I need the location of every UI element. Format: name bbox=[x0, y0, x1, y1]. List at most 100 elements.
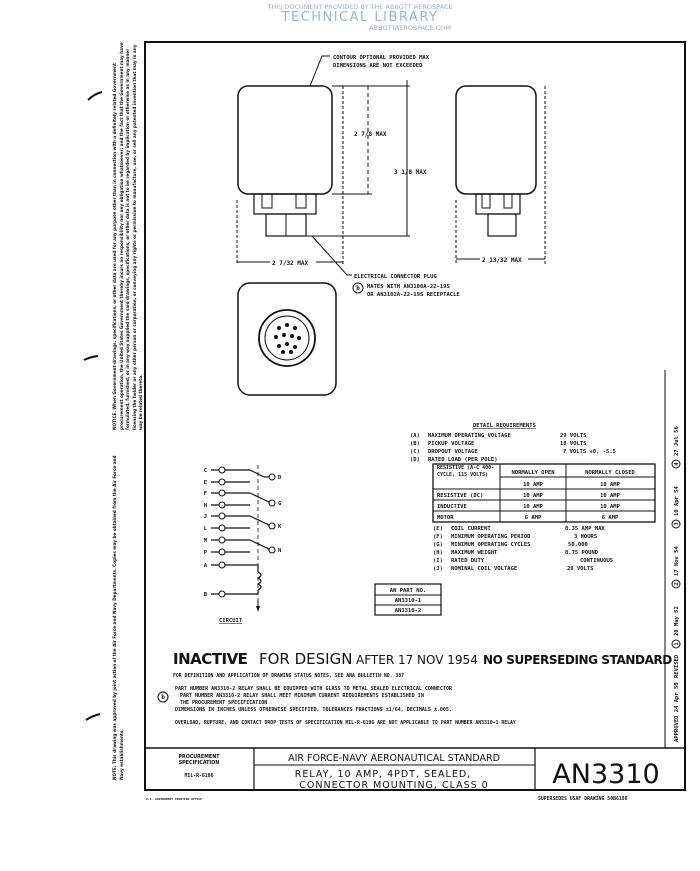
svg-text:CONTINUOUS: CONTINUOUS bbox=[580, 558, 613, 564]
svg-text:PART NUMBER AN3310-2 RELAY SHA: PART NUMBER AN3310-2 RELAY SHALL BE EQUI… bbox=[175, 686, 453, 692]
svg-text:FOR DESIGN: FOR DESIGN bbox=[259, 650, 352, 668]
svg-text:N: N bbox=[278, 548, 281, 554]
svg-text:NOMINAL COIL VOLTAGE: NOMINAL COIL VOLTAGE bbox=[451, 566, 517, 572]
margin-mark bbox=[85, 713, 101, 721]
svg-text:20 May 52: 20 May 52 bbox=[674, 606, 680, 636]
part-number: AN3310-1 bbox=[395, 598, 422, 604]
svg-text:(C): (C) bbox=[410, 449, 420, 455]
svg-text:0.35 AMP MAX: 0.35 AMP MAX bbox=[565, 526, 605, 532]
svg-text:(J): (J) bbox=[433, 566, 443, 572]
leader-line bbox=[309, 55, 330, 87]
dim-width-side: 2 13/32 MAX bbox=[482, 257, 522, 264]
revision-strip: APPROVED 24 Apr 50 REVISED 1 20 May 52 2… bbox=[671, 426, 681, 742]
watermark-line2: TECHNICAL LIBRARY bbox=[281, 10, 439, 25]
svg-text:L: L bbox=[204, 526, 208, 532]
drawing-number: AN3310 bbox=[552, 759, 659, 790]
front-view bbox=[236, 80, 410, 265]
svg-text:APPROVED 24 Apr 50: APPROVED 24 Apr 50 bbox=[674, 682, 680, 742]
org-title: AIR FORCE-NAVY AERONAUTICAL STANDARD bbox=[288, 753, 500, 764]
watermark-line3: ABBOTTAEROSPACE.COM bbox=[369, 24, 451, 32]
svg-text:MAXIMUM OPERATING VOLTAGE: MAXIMUM OPERATING VOLTAGE bbox=[428, 433, 511, 439]
part-number: AN3310-2 bbox=[395, 608, 422, 614]
svg-text:DROPOUT VOLTAGE: DROPOUT VOLTAGE bbox=[428, 449, 478, 455]
table-cell: 6 AMP bbox=[602, 515, 619, 521]
svg-text:COIL CURRENT: COIL CURRENT bbox=[451, 526, 491, 532]
table-cell: RESISTIVE (DC) bbox=[437, 493, 483, 499]
table-cell: 10 AMP bbox=[523, 482, 544, 488]
svg-text:(B): (B) bbox=[410, 441, 420, 447]
status-banner: INACTIVE FOR DESIGN AFTER 17 NOV 1954 NO… bbox=[173, 650, 673, 679]
svg-text:17 Nov 54: 17 Nov 54 bbox=[674, 546, 680, 576]
svg-text:PICKUP VOLTAGE: PICKUP VOLTAGE bbox=[428, 441, 474, 447]
svg-text:29 VOLTS: 29 VOLTS bbox=[560, 433, 587, 439]
svg-text:b: b bbox=[161, 694, 165, 701]
svg-text:MAXIMUM WEIGHT: MAXIMUM WEIGHT bbox=[451, 550, 498, 556]
circuit-label: CIRCUIT bbox=[219, 618, 243, 624]
svg-text:SPECIFICATION: SPECIFICATION bbox=[179, 760, 220, 766]
table-cell: MOTOR bbox=[437, 515, 454, 521]
printer-note: U.S. GOVERNMENT PRINTING OFFICE bbox=[146, 797, 202, 801]
svg-text:THE PROCUREMENT SPECIFICATION: THE PROCUREMENT SPECIFICATION bbox=[180, 700, 267, 706]
watermark-line1: THIS DOCUMENT PROVIDED BY THE ABBOTT AER… bbox=[266, 3, 452, 11]
svg-text:F: F bbox=[204, 491, 207, 497]
svg-text:C: C bbox=[204, 468, 207, 474]
supersedes-note: SUPERSEDES USAF DRAWING 50B6186 bbox=[538, 796, 628, 802]
svg-text:RATED LOAD (PER POLE): RATED LOAD (PER POLE) bbox=[428, 457, 498, 463]
svg-text:RATED DUTY: RATED DUTY bbox=[451, 558, 485, 564]
notice-text: NOTICE: When Government drawings, specif… bbox=[112, 42, 143, 430]
item-title-1: RELAY, 10 AMP, 4PDT, SEALED, bbox=[295, 769, 471, 780]
table-cell: 10 AMP bbox=[600, 504, 621, 510]
svg-text:PROCUREMENT: PROCUREMENT bbox=[178, 754, 220, 760]
table-cell: 10 AMP bbox=[600, 482, 621, 488]
svg-text:50,000: 50,000 bbox=[568, 542, 588, 548]
detail-title: DETAIL REQUIREMENTS bbox=[473, 423, 536, 429]
title-block: PROCUREMENT SPECIFICATION MIL-R-6106 AIR… bbox=[145, 747, 685, 802]
detail-requirements: DETAIL REQUIREMENTS (A) MAXIMUM OPERATIN… bbox=[410, 423, 656, 572]
rev-marker: b bbox=[356, 285, 360, 292]
rated-load-table: RESISTIVE (A-C 400-CYCLE, 115 VOLTS) NOR… bbox=[432, 463, 656, 523]
svg-text:M: M bbox=[204, 538, 208, 544]
circuit-diagram: C E F H J L M P A B D G K N CIRCUIT bbox=[204, 465, 282, 624]
connector-note-3: OR AN3102A-22-19S RECEPTACLE bbox=[367, 292, 460, 298]
svg-text:K: K bbox=[278, 524, 282, 530]
svg-text:(A): (A) bbox=[410, 433, 420, 439]
svg-text:3 HOURS: 3 HOURS bbox=[574, 534, 597, 540]
table-cell: 10 AMP bbox=[600, 493, 621, 499]
svg-text:MINIMUM OPERATING PERIOD: MINIMUM OPERATING PERIOD bbox=[451, 534, 531, 540]
table-header-nc: NORMALLY CLOSED bbox=[585, 470, 635, 476]
connector-note-2: MATES WITH AN3100A-22-19S bbox=[367, 284, 450, 290]
svg-text:(I): (I) bbox=[433, 558, 443, 564]
svg-text:2: 2 bbox=[674, 582, 680, 585]
svg-text:MINIMUM OPERATING CYCLES: MINIMUM OPERATING CYCLES bbox=[451, 542, 530, 548]
svg-text:0.75 POUND: 0.75 POUND bbox=[565, 550, 599, 556]
svg-text:REVISED: REVISED bbox=[674, 654, 680, 678]
svg-text:DIMENSIONS IN INCHES UNLESS O: DIMENSIONS IN INCHES UNLESS OTHERWISE SP… bbox=[175, 707, 452, 713]
svg-text:E: E bbox=[204, 480, 207, 486]
table-header-no: NORMALLY OPEN bbox=[511, 470, 554, 476]
margin-mark bbox=[87, 91, 103, 101]
svg-text:H: H bbox=[204, 503, 207, 509]
svg-text:INACTIVE: INACTIVE bbox=[173, 650, 248, 668]
connector-note-1: ELECTRICAL CONNECTOR PLUG bbox=[354, 274, 437, 280]
bottom-view bbox=[237, 282, 337, 396]
table-header-type: RESISTIVE (A-C 400-CYCLE, 115 VOLTS) bbox=[437, 465, 495, 478]
notes: b PART NUMBER AN3310-2 RELAY SHALL BE EQ… bbox=[157, 686, 516, 726]
side-view bbox=[455, 85, 546, 265]
svg-text:(D): (D) bbox=[410, 457, 420, 463]
svg-text:(F): (F) bbox=[433, 534, 443, 540]
svg-text:OVERLOAD, RUPTURE, AND CONTACT: OVERLOAD, RUPTURE, AND CONTACT DROP TEST… bbox=[175, 720, 516, 726]
svg-text:(H): (H) bbox=[433, 550, 443, 556]
procurement-spec: MIL-R-6106 bbox=[185, 773, 214, 779]
leader-line bbox=[311, 235, 352, 276]
svg-text:27 Jul 56: 27 Jul 56 bbox=[674, 426, 680, 456]
svg-text:7 VOLTS +0, -5.5: 7 VOLTS +0, -5.5 bbox=[563, 449, 616, 455]
margin-mark bbox=[83, 355, 99, 361]
svg-text:PART NUMBER AN3310-2 RELAY SHA: PART NUMBER AN3310-2 RELAY SHALL MEET MI… bbox=[180, 693, 424, 699]
contour-note-2: DIMENSIONS ARE NOT EXCEEDED bbox=[333, 63, 423, 69]
svg-text:(E): (E) bbox=[433, 526, 443, 532]
svg-text:1: 1 bbox=[674, 642, 680, 646]
svg-text:18 VOLTS: 18 VOLTS bbox=[560, 441, 587, 447]
svg-text:(G): (G) bbox=[433, 542, 443, 548]
